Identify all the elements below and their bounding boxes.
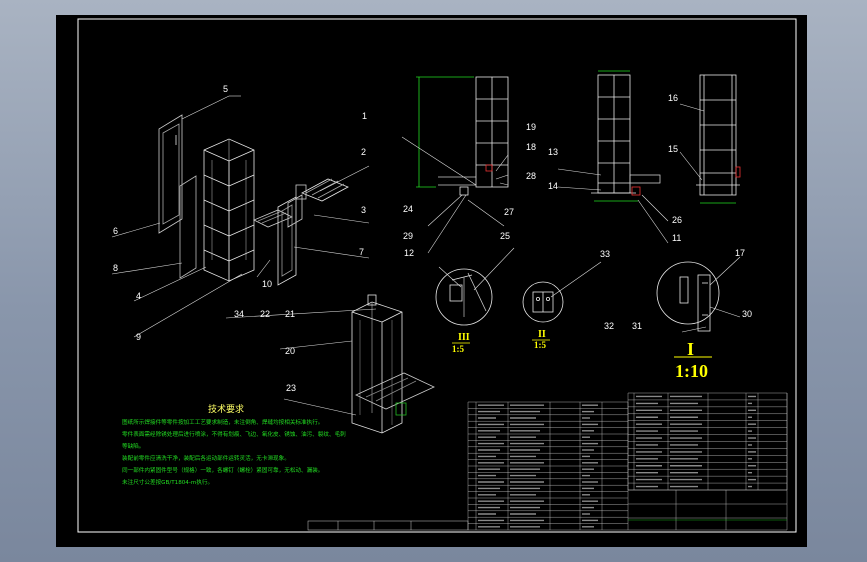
- part-label: 5: [223, 84, 228, 94]
- note-line: 等缺陷。: [122, 442, 144, 450]
- part-label: 10: [262, 279, 272, 289]
- detail-ii-label: II: [538, 329, 546, 340]
- part-label: 29: [403, 231, 413, 241]
- part-label: 22: [260, 309, 270, 319]
- front-view-1: [416, 76, 509, 196]
- part-label: 28: [526, 171, 536, 181]
- part-label: 31: [632, 321, 642, 331]
- note-line: 图纸所示焊接件等零件按加工工艺要求制造，未注倒角、焊缝均按相关标准执行。: [122, 418, 323, 426]
- part-label: 32: [604, 321, 614, 331]
- part-label: 2: [361, 147, 366, 157]
- isometric-assembly-view: [158, 114, 349, 286]
- notes-title: 技术要求: [208, 403, 244, 415]
- part-label: 8: [113, 263, 118, 273]
- detail-ii-scale: 1:5: [534, 340, 546, 350]
- part-label: 21: [285, 309, 295, 319]
- part-label: 4: [136, 291, 141, 301]
- part-label: 11: [672, 233, 681, 243]
- part-label: 34: [234, 309, 244, 319]
- detail-view-iii: [435, 268, 493, 326]
- part-label: 27: [504, 207, 514, 217]
- drawing-border: [77, 18, 797, 533]
- part-label: 26: [672, 215, 682, 225]
- part-label: 17: [735, 248, 745, 258]
- part-label: 9: [136, 332, 141, 342]
- part-label: 12: [404, 248, 414, 258]
- part-label: 6: [113, 226, 118, 236]
- part-label: 20: [285, 346, 295, 356]
- front-view-2: [591, 70, 661, 202]
- note-line: 零件表面需经除锈处理后进行喷涂，不得有划痕、飞边、氧化皮、锈蚀、油污、裂纹、毛刺: [122, 430, 346, 438]
- note-line: 装配前零件应清洗干净，装配后各运动部件运转灵活，无卡滞现象。: [122, 454, 290, 462]
- note-line: 同一部件内紧固件型号（规格）一致，各螺钉（螺栓）紧固可靠，无松动、漏装。: [122, 466, 323, 474]
- detail-view-ii: [522, 281, 564, 323]
- lift-module-view: [351, 294, 435, 434]
- part-label: 18: [526, 142, 536, 152]
- part-label: 14: [548, 181, 558, 191]
- leader-lines: [111, 95, 741, 416]
- part-label: 25: [500, 231, 510, 241]
- parts-list-table: [467, 392, 788, 531]
- drawing-sheet: 1 2 3 4 5 6 7 8 9 10 11 12 13 14 15 16 1…: [56, 15, 807, 547]
- detail-i-scale: 1:10: [675, 361, 708, 381]
- detail-scale-labels: III 1:5 II 1:5 I 1:10: [452, 329, 712, 381]
- part-label: 23: [286, 383, 296, 393]
- bottom-strip: [307, 520, 469, 531]
- part-label: 15: [668, 144, 678, 154]
- technical-requirements: 技术要求 图纸所示焊接件等零件按加工工艺要求制造，未注倒角、焊缝均按相关标准执行…: [122, 403, 346, 486]
- detail-iii-scale: 1:5: [452, 344, 464, 354]
- part-label: 30: [742, 309, 752, 319]
- side-view: [696, 74, 741, 204]
- part-label: 24: [403, 204, 413, 214]
- part-label: 7: [359, 247, 364, 257]
- part-label: 13: [548, 147, 558, 157]
- part-label: 1: [362, 111, 367, 121]
- part-label: 33: [600, 249, 610, 259]
- part-label: 19: [526, 122, 536, 132]
- detail-i-label: I: [687, 339, 694, 359]
- assembly-drawing: 1 2 3 4 5 6 7 8 9 10 11 12 13 14 15 16 1…: [77, 18, 797, 533]
- detail-view-i: [656, 261, 720, 332]
- part-label: 3: [361, 205, 366, 215]
- detail-iii-label: III: [458, 332, 470, 343]
- part-labels: 1 2 3 4 5 6 7 8 9 10 11 12 13 14 15 16 1…: [113, 84, 752, 393]
- note-line: 未注尺寸公差按GB/T1804-m执行。: [122, 478, 213, 486]
- part-label: 16: [668, 93, 678, 103]
